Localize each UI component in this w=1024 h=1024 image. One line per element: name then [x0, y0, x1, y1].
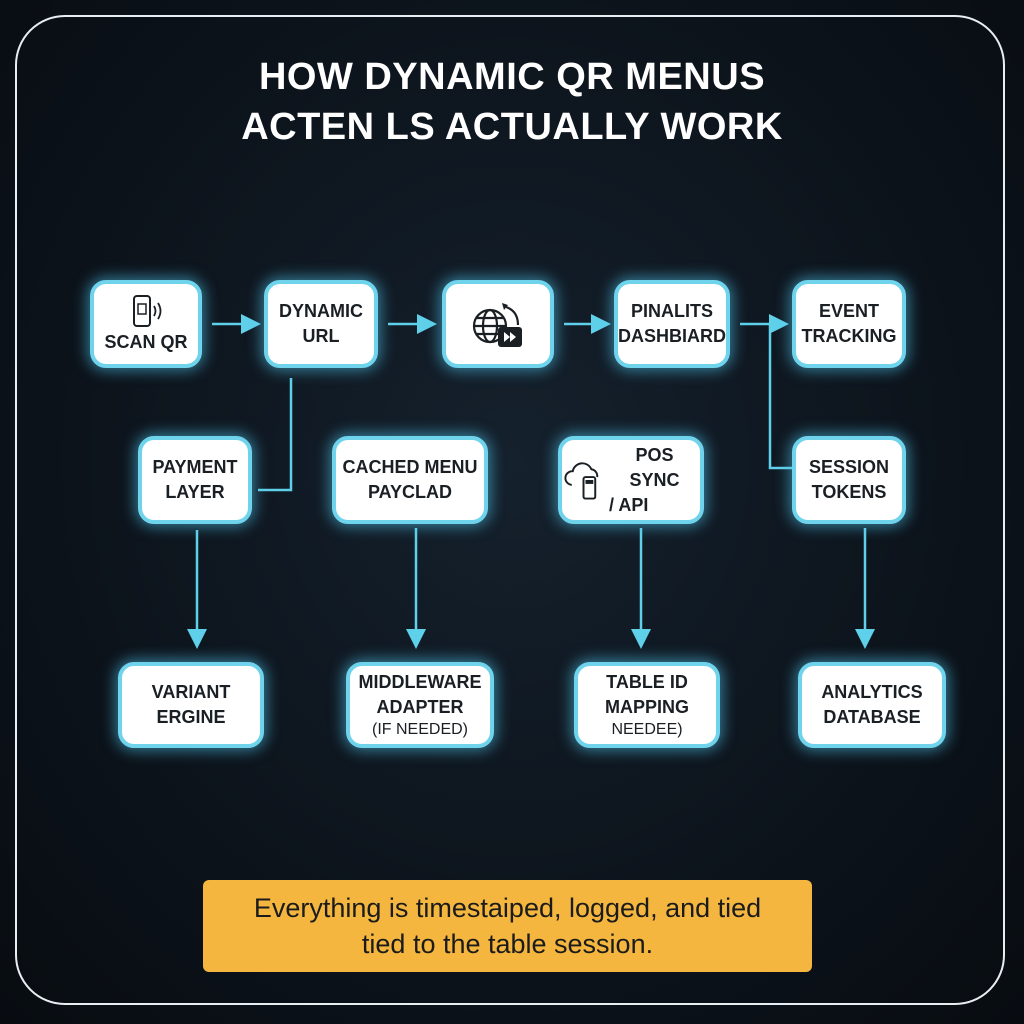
label-line: ADAPTER	[376, 697, 464, 717]
label-line: POS SYNC	[629, 444, 680, 490]
label-line: MIDDLEWARE	[358, 672, 482, 692]
node-table-id-mapping: TABLE ID MAPPING NEEDEE)	[574, 662, 720, 748]
label-line: PINALITS	[630, 301, 713, 321]
scan-qr-label: SCAN QR	[104, 331, 188, 352]
label-line: PAYMENT	[152, 457, 238, 477]
globe-forward-icon	[472, 303, 522, 347]
label-line: PAYCLAD	[367, 482, 452, 502]
label-line: ERGINE	[156, 707, 226, 727]
label-line: TRACKING	[801, 326, 897, 346]
summary-banner: Everything is timestaiped, logged, and t…	[203, 880, 812, 972]
connector-url-to-payment	[258, 378, 293, 492]
label-line: URL	[302, 326, 340, 346]
label-line: VARIANT	[151, 682, 231, 702]
label-line: TOKENS	[811, 482, 887, 502]
node-scan-qr: SCAN QR	[90, 280, 202, 368]
label-note: (IF NEEDED)	[372, 721, 468, 738]
outer-frame	[15, 15, 1005, 1005]
phone-nfc-icon	[133, 294, 162, 327]
node-variant-engine: VARIANT ERGINE	[118, 662, 264, 748]
title-line-1: HOW DYNAMIC QR MENUS	[258, 56, 766, 98]
node-cached-menu: CACHED MENU PAYCLAD	[332, 436, 488, 524]
label-line: MAPPING	[604, 697, 689, 717]
node-dashboard: PINALITS DASHBIARD	[614, 280, 730, 368]
node-payment-layer: PAYMENT LAYER	[138, 436, 252, 524]
cloud-phone-icon	[564, 462, 599, 500]
label-line: CACHED MENU	[342, 457, 478, 477]
label-line: DYNAMIC	[279, 301, 363, 321]
node-middleware-adapter: MIDDLEWARE ADAPTER (IF NEEDED)	[346, 662, 494, 748]
label-line: DASHBIARD	[618, 326, 726, 346]
label-line: DATABASE	[823, 707, 921, 727]
node-analytics-database: ANALYTICS DATABASE	[798, 662, 946, 748]
label-line: LAYER	[165, 482, 225, 502]
node-redirect	[442, 280, 554, 368]
node-event-tracking: EVENT TRACKING	[792, 280, 906, 368]
label-line: / API	[609, 494, 649, 515]
banner-line-1: Everything is timestaiped, logged, and t…	[253, 893, 762, 923]
label-note: NEEDEE)	[611, 721, 683, 738]
label-line: EVENT	[818, 301, 879, 321]
node-session-tokens: SESSION TOKENS	[792, 436, 906, 524]
node-pos-sync: POS SYNC / API	[558, 436, 704, 524]
label-line: SESSION	[808, 457, 890, 477]
node-dynamic-url: DYNAMIC URL	[264, 280, 378, 368]
label-line: ANALYTICS	[821, 682, 923, 702]
title-line-2: ACTEN LS ACTUALLY WORK	[241, 106, 783, 148]
connector-dashboard-to-session	[768, 324, 792, 470]
banner-line-2: tied to the table session.	[361, 929, 654, 959]
label-line: TABLE ID	[606, 672, 688, 692]
